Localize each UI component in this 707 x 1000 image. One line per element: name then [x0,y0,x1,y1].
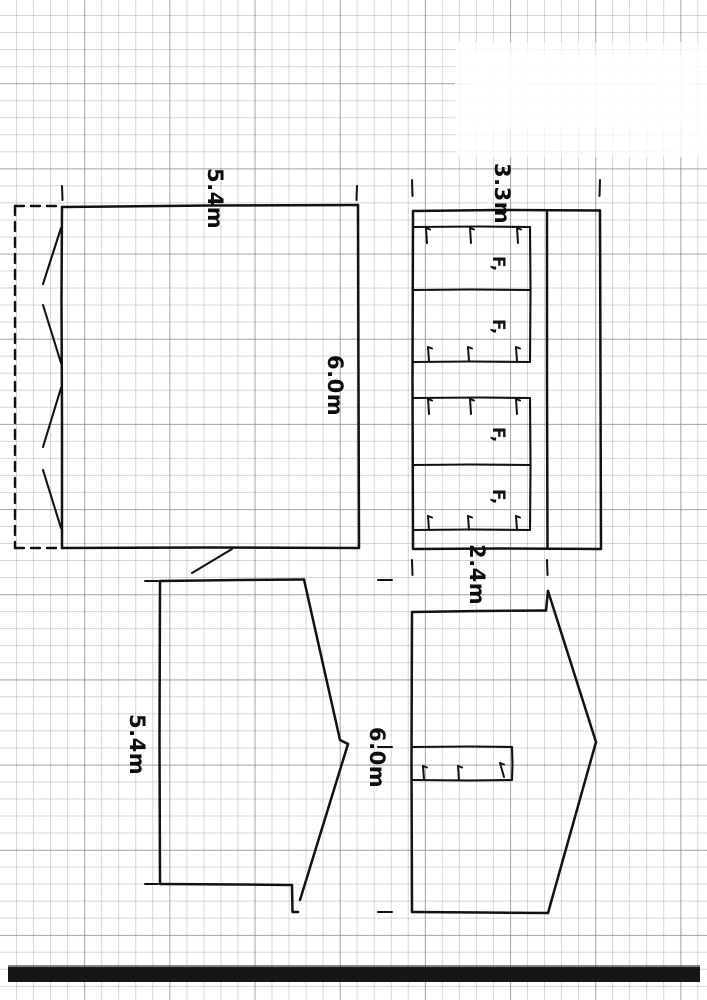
dimension-label-upper-right-width: 2.4m [465,544,489,606]
room-mark-f-3: F, [488,426,509,443]
upper-left-plan [13,185,361,550]
lower-right-elevation [377,579,598,915]
room-mark-f-4: F, [488,488,509,505]
dimension-label-top-right-width: 3.3m [490,163,514,225]
dimension-label-lower-right-height: 6.0m [365,727,389,789]
scan-edge-bar [8,965,700,982]
upper-right-plan [411,179,603,576]
dimension-label-upper-left-height: 6.0m [323,355,347,417]
room-mark-f-2: F, [488,318,509,335]
dimension-label-lower-left-width: 5.4m [125,714,149,776]
lower-left-elevation [144,547,350,914]
room-mark-f-1: F, [488,255,509,272]
dimension-label-top-left-width: 5.4m [203,168,227,230]
